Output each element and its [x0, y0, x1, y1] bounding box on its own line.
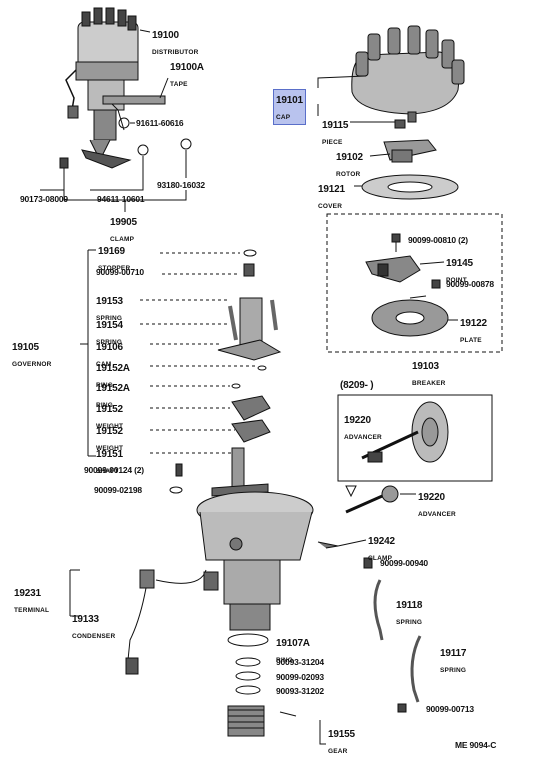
label-90099-02198: 90099-02198: [94, 485, 142, 495]
stopper-drawing: [243, 249, 257, 257]
gear-drawing: [227, 705, 265, 737]
shaft-drawing: [211, 447, 269, 497]
label-90173-08009: 90173-08009: [20, 194, 68, 204]
breaker-group-box: [326, 213, 503, 353]
label-90099-00940: 90099-00940: [380, 558, 428, 568]
spring-19154-drawing: [270, 299, 278, 331]
label-90099-00710: 90099-00710: [96, 267, 144, 277]
bolt-90173-drawing: [59, 157, 69, 169]
label-90093-31204: 90093-31204: [276, 657, 324, 667]
cover-drawing: [361, 174, 459, 200]
washer-94611-drawing: [137, 144, 149, 156]
bolt-91611-drawing: [118, 117, 130, 129]
ring-19107a-drawing: [227, 633, 269, 647]
label-90099-00124: 90099-00124 (2): [84, 465, 144, 475]
housing-drawing: [196, 491, 314, 631]
distributor-assembly-drawing: [65, 7, 139, 169]
advancer-group-box: [337, 394, 493, 482]
label-90099-00878: 90099-00878: [446, 279, 494, 289]
label-90093-31202: 90093-31202: [276, 686, 324, 696]
label-advancer-group: (8209- ): [340, 380, 374, 391]
tape-drawing: [102, 95, 166, 105]
terminal-condenser-drawing: [125, 569, 219, 675]
label-91611-60616: 91611-60616: [136, 118, 184, 128]
washer-93180-drawing: [180, 138, 192, 150]
cap-drawing: [351, 25, 465, 123]
label-94611-10601: 94611-10601: [97, 194, 145, 204]
label-90099-00810: 90099-00810 (2): [408, 235, 468, 245]
cap-number: 19101: [276, 95, 303, 106]
spring-19118-drawing: [373, 579, 384, 641]
breaker-screw-drawing: [391, 233, 401, 252]
spring-19117-drawing: [410, 635, 422, 703]
cam-drawing: [217, 297, 282, 361]
plate-drawing: [371, 299, 449, 337]
label-90099-02093: 90099-02093: [276, 672, 324, 682]
screw-00878-drawing: [431, 279, 441, 289]
advancer-b-drawing: [345, 485, 399, 514]
screw-00940-drawing: [363, 557, 373, 569]
ring-19152a-drawing: [257, 365, 267, 371]
cap-leader: [317, 75, 367, 88]
label-90099-00713: 90099-00713: [426, 704, 474, 714]
clamp-19242-drawing: [317, 541, 339, 549]
piece-drawing: [394, 119, 406, 129]
advancer-a-drawing: [361, 401, 449, 463]
weight-a-drawing: [231, 395, 271, 421]
screw-00710-drawing: [243, 263, 255, 277]
diagram-code: ME 9094-C: [455, 740, 497, 750]
weight-b-drawing: [231, 419, 271, 443]
rotor-drawing: [383, 139, 437, 163]
screw-00713-drawing: [397, 703, 407, 713]
cap-name: CAP: [276, 114, 291, 121]
spring-19153-drawing: [228, 305, 238, 341]
cap-highlight[interactable]: 19101 CAP: [273, 89, 306, 125]
point-drawing: [365, 255, 421, 283]
label-93180-16032: 93180-16032: [157, 180, 205, 190]
